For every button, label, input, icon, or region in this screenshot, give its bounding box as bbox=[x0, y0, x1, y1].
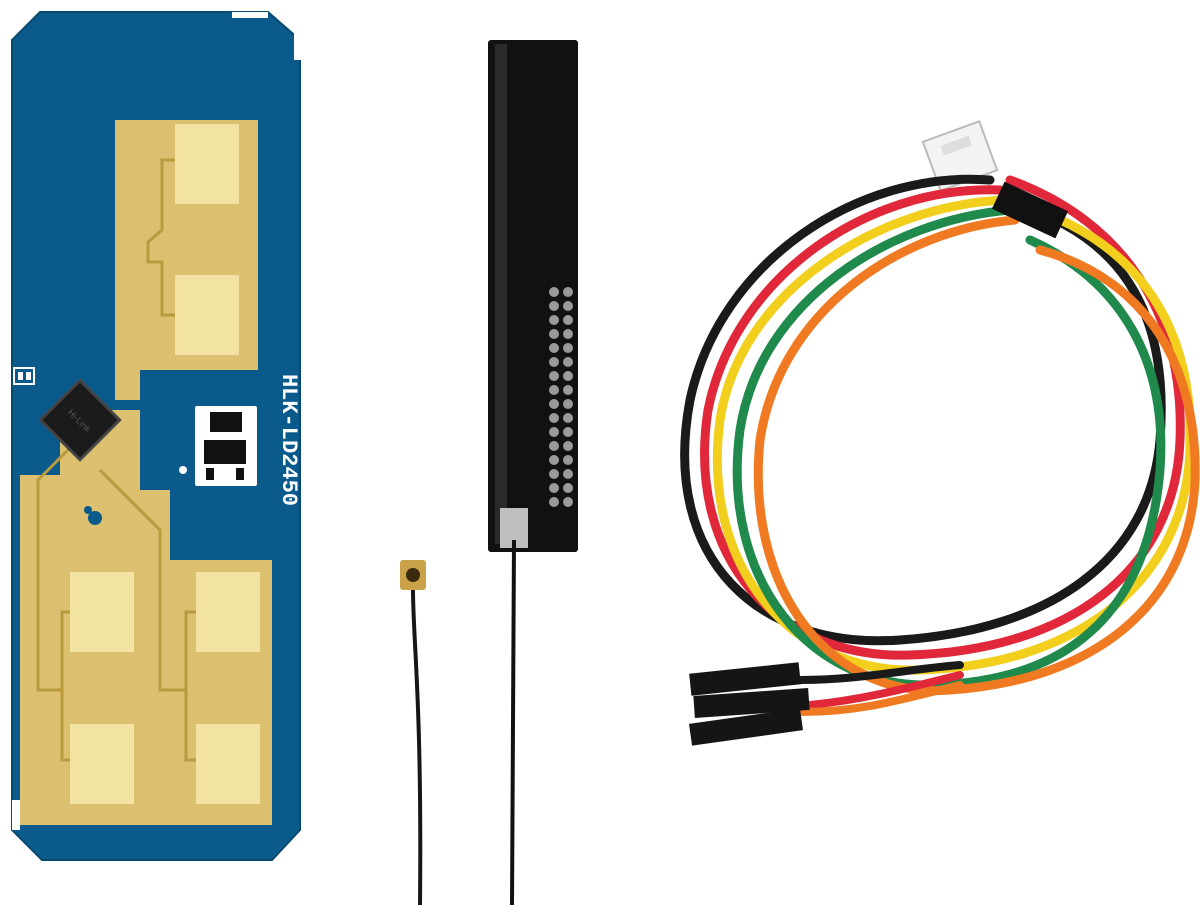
pcb-edge-notch bbox=[232, 12, 268, 18]
antenna-contact bbox=[563, 455, 573, 465]
antenna-contact bbox=[563, 315, 573, 325]
antenna-contact bbox=[563, 301, 573, 311]
antenna-contact-grid bbox=[549, 287, 573, 507]
antenna-contact bbox=[549, 315, 559, 325]
antenna-pad bbox=[175, 275, 239, 355]
antenna-contact bbox=[563, 343, 573, 353]
voltage-regulator bbox=[179, 406, 257, 486]
ufl-pigtail bbox=[400, 560, 426, 906]
antenna-contact bbox=[549, 357, 559, 367]
antenna-contact bbox=[563, 441, 573, 451]
antenna-contact bbox=[549, 497, 559, 507]
antenna-contact bbox=[549, 413, 559, 423]
antenna-contact bbox=[549, 329, 559, 339]
antenna-pad bbox=[70, 724, 134, 804]
via-hole bbox=[84, 506, 92, 514]
antenna-contact bbox=[563, 483, 573, 493]
antenna-contact bbox=[549, 343, 559, 353]
antenna-trace bbox=[146, 158, 175, 317]
radar-module-pcb: Hi-Link HLK-LD2450 bbox=[11, 11, 302, 861]
antenna-contact bbox=[563, 497, 573, 507]
antenna-contact bbox=[563, 329, 573, 339]
antenna-trace bbox=[98, 468, 196, 762]
antenna-contact bbox=[563, 427, 573, 437]
qfn-chip-icon: Hi-Link bbox=[38, 378, 122, 462]
wire-tail bbox=[806, 671, 964, 709]
antenna-contact bbox=[563, 385, 573, 395]
antenna-contact bbox=[563, 413, 573, 423]
antenna-cable bbox=[510, 539, 516, 906]
antenna-contact bbox=[563, 371, 573, 381]
wire-tail bbox=[796, 661, 964, 684]
dupont-pin-icon bbox=[689, 662, 810, 746]
antenna-contact bbox=[549, 385, 559, 395]
antenna-pad bbox=[196, 572, 260, 652]
test-pad bbox=[26, 372, 31, 380]
via-hole bbox=[88, 511, 102, 525]
antenna-contact bbox=[549, 455, 559, 465]
wire-tail bbox=[796, 681, 964, 716]
antenna-contact bbox=[549, 287, 559, 297]
antenna-pad bbox=[70, 572, 134, 652]
antenna-contact bbox=[549, 483, 559, 493]
antenna-contact bbox=[549, 301, 559, 311]
antenna-pad bbox=[175, 124, 239, 204]
fpc-antenna bbox=[488, 40, 578, 906]
antenna-contact bbox=[563, 469, 573, 479]
pcb-edge-notch bbox=[294, 30, 302, 60]
wire-harness bbox=[680, 120, 1200, 746]
board-label: HLK-LD2450 bbox=[276, 374, 301, 506]
test-pad-icon bbox=[13, 367, 35, 385]
antenna-contact bbox=[549, 427, 559, 437]
antenna-contact bbox=[549, 441, 559, 451]
lower-antenna-area bbox=[20, 410, 272, 825]
antenna-pad bbox=[196, 724, 260, 804]
antenna-contact bbox=[563, 287, 573, 297]
wire-black bbox=[680, 174, 1166, 646]
pcb-edge-notch bbox=[12, 800, 20, 830]
ufl-connector-icon bbox=[400, 560, 426, 590]
antenna-trace bbox=[36, 438, 80, 762]
antenna-gloss bbox=[495, 44, 507, 544]
antenna-contact bbox=[563, 357, 573, 367]
test-pad bbox=[18, 372, 23, 380]
heat-shrink bbox=[991, 181, 1069, 239]
antenna-body bbox=[488, 40, 578, 552]
antenna-contact bbox=[549, 399, 559, 409]
pigtail-cable bbox=[411, 589, 423, 906]
antenna-contact bbox=[549, 469, 559, 479]
antenna-contact bbox=[549, 371, 559, 381]
antenna-contact bbox=[563, 399, 573, 409]
